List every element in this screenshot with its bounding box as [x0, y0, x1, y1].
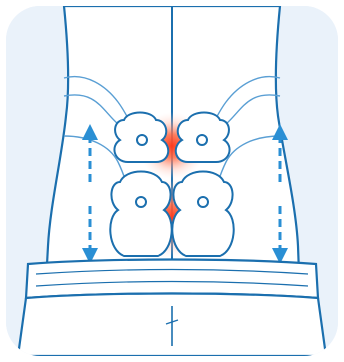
electrode-pad-icon — [172, 172, 233, 257]
electrode-pad-icon — [176, 113, 230, 163]
waistband — [26, 260, 318, 299]
electrode-pad-icon — [110, 172, 171, 257]
illustration-card — [6, 6, 338, 356]
electrode-pad-icon — [114, 113, 168, 163]
tens-back-illustration — [6, 6, 338, 356]
